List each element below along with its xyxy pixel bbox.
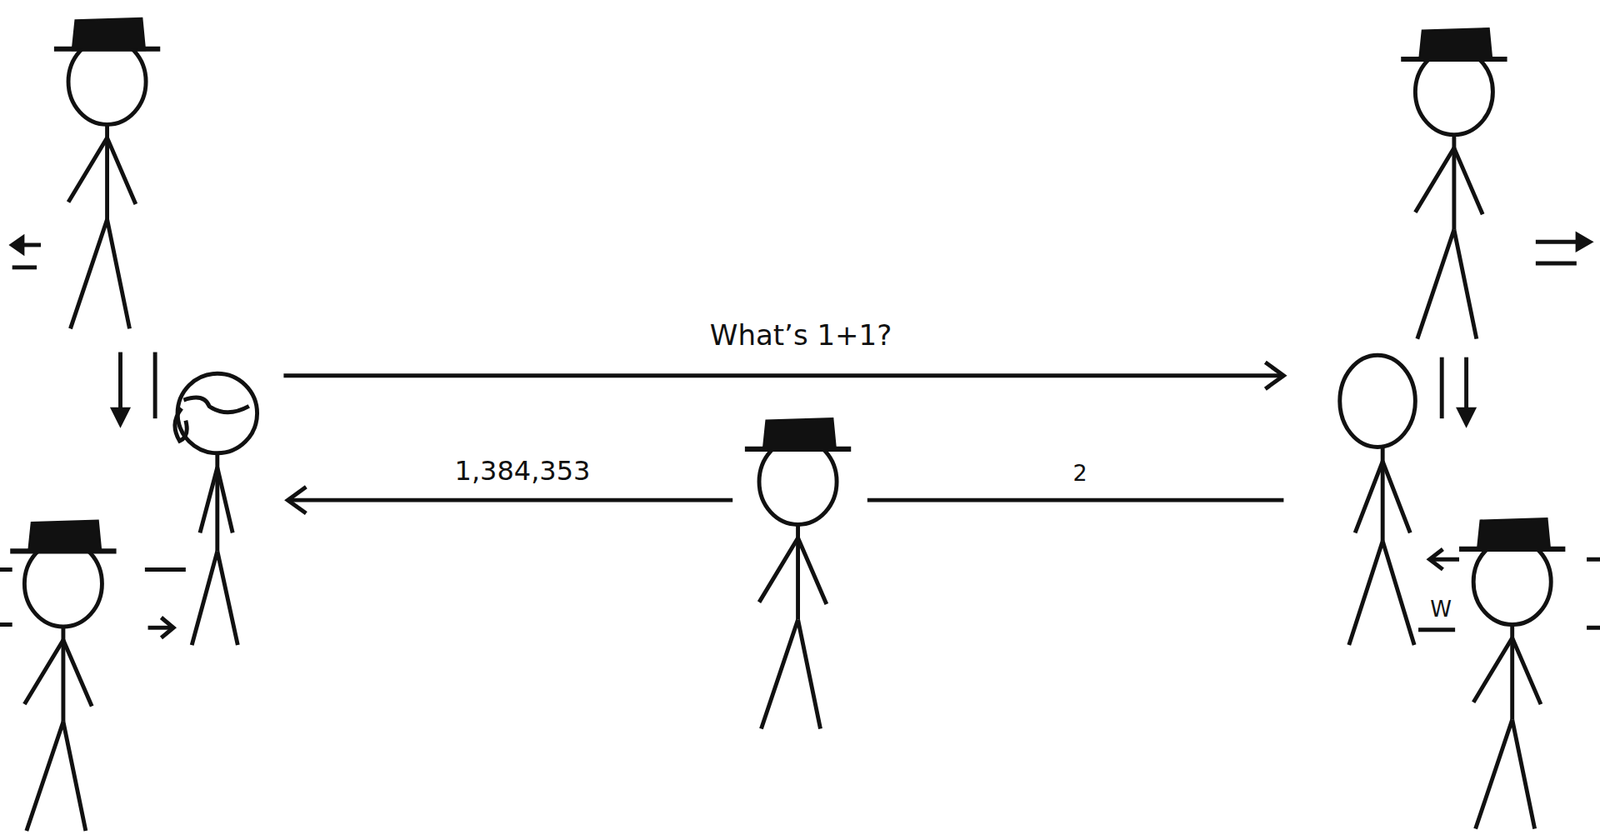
arrow-symbol — [12, 237, 41, 268]
hat-man — [1459, 518, 1565, 829]
arrow-symbol — [113, 352, 155, 425]
arrow-symbol — [1535, 235, 1590, 264]
message-line — [867, 498, 1285, 503]
arrow-symbol — [1418, 549, 1600, 630]
boy-figure — [1340, 355, 1416, 645]
message-label: 2 — [1072, 460, 1087, 487]
hat-man — [54, 18, 160, 329]
hat-man — [745, 418, 851, 729]
symbol-letter: W — [1430, 596, 1452, 623]
hat-man — [1400, 28, 1507, 339]
message-label: 1,384,353 — [455, 455, 591, 487]
message-arrow — [283, 362, 1284, 390]
message-label: What’s 1+1? — [710, 318, 892, 353]
message-arrow — [287, 486, 733, 514]
arrow-symbol — [1441, 357, 1474, 425]
girl-figure — [175, 373, 258, 645]
arrow-symbol — [0, 569, 186, 638]
hat-man — [10, 520, 116, 831]
